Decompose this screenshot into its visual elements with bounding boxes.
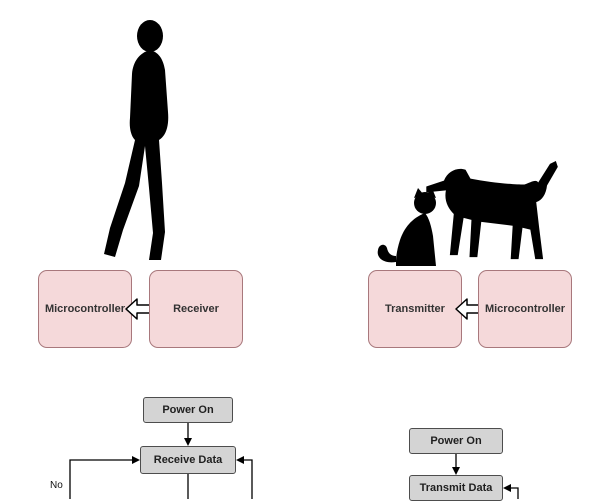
no-loop-line <box>69 459 132 499</box>
receiver-label: Receiver <box>173 303 219 315</box>
transmit-data-right-loop <box>511 487 519 499</box>
transmit-data-label: Transmit Data <box>419 482 493 494</box>
microcontroller-box-transmitter-side: Microcontroller <box>478 270 572 348</box>
down-arrowhead-icon <box>184 438 192 446</box>
receiver-box: Receiver <box>149 270 243 348</box>
microcontroller-box-receiver-side: Microcontroller <box>38 270 132 348</box>
left-arrowhead-icon <box>503 484 511 492</box>
person-silhouette-icon <box>104 20 169 260</box>
cat-silhouette-icon <box>377 188 436 266</box>
microcontroller-label: Microcontroller <box>44 303 126 315</box>
receive-data-label: Receive Data <box>153 454 223 466</box>
transmit-data-box: Transmit Data <box>409 475 503 501</box>
dog-silhouette-icon <box>426 160 558 260</box>
power-on-box-transmitter: Power On <box>409 428 503 454</box>
receive-data-box: Receive Data <box>140 446 236 474</box>
power-on-label: Power On <box>430 435 482 447</box>
left-arrowhead-icon <box>236 456 244 464</box>
transmitter-box: Transmitter <box>368 270 462 348</box>
no-branch-label: No <box>50 480 63 491</box>
receive-data-right-loop <box>244 459 253 499</box>
down-arrowhead-icon <box>452 467 460 475</box>
right-arrowhead-icon <box>132 456 140 464</box>
power-on-box-receiver: Power On <box>143 397 233 423</box>
microcontroller-label: Microcontroller <box>484 303 566 315</box>
power-on-label: Power On <box>162 404 214 416</box>
transmitter-label: Transmitter <box>385 303 445 315</box>
